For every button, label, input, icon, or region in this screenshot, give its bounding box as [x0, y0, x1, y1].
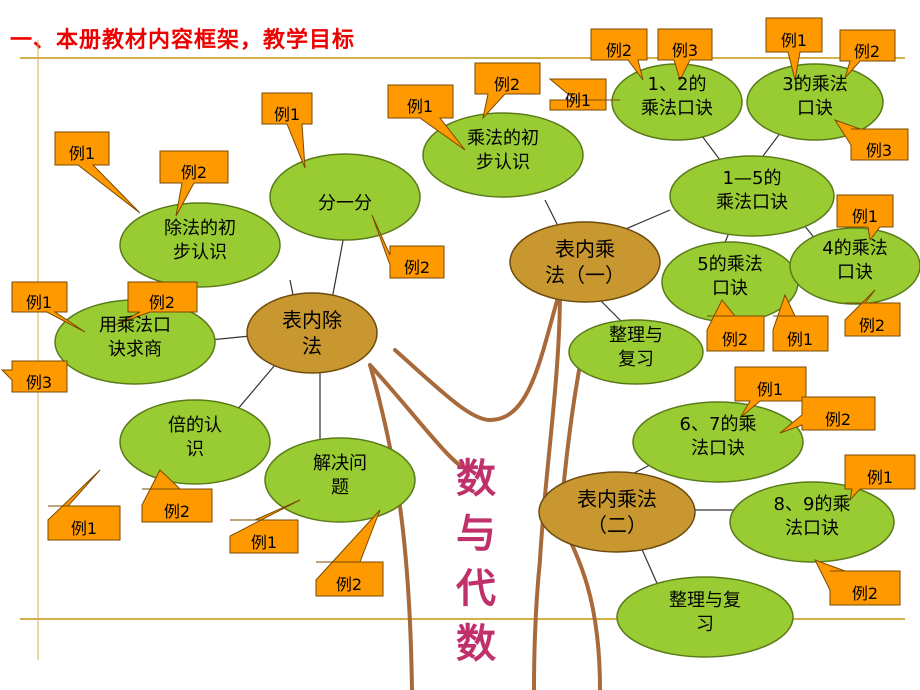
leaf-mult-6-7 [632, 401, 804, 483]
callout-c26: 例1 [867, 468, 893, 487]
callout-c13: 例2 [494, 75, 520, 94]
leaf-review-2 [616, 576, 794, 658]
node-review-1-label-1: 整理与 [609, 325, 663, 346]
callout-c12: 例1 [407, 97, 433, 116]
leaf-fen-yi-fen [269, 153, 421, 241]
callout-c4: 例2 [181, 163, 207, 182]
trunk-char-4: 数 [456, 621, 496, 667]
node-mult-1-2-label-2: 乘法口诀 [641, 98, 713, 119]
node-multiple-concept-label-1: 倍的认 [168, 415, 222, 436]
node-mult-table-quotient-label-2: 诀求商 [108, 339, 162, 360]
callout-c11: 例2 [336, 575, 362, 594]
node-division-intro-label-1: 除法的初 [164, 218, 236, 239]
leaf-mult-4 [789, 227, 920, 305]
hub-table-mult-2-label-1: 表内乘法 [577, 487, 657, 511]
hub-nodes [246, 221, 696, 553]
hub-table-mult-1-label-1: 表内乘 [555, 237, 615, 261]
callout-c1: 例1 [274, 105, 300, 124]
callout-c24: 例1 [757, 380, 783, 399]
trunk-char-2: 与 [456, 511, 496, 557]
callouts [0, 17, 916, 606]
hub-table-division-label-2: 法 [302, 334, 322, 358]
callout-c14: 例2 [606, 41, 632, 60]
node-problem-solving-label-2: 题 [331, 477, 349, 498]
hub-shape-division [246, 292, 378, 374]
callout-c25: 例2 [825, 410, 851, 429]
callout-c17: 例1 [781, 31, 807, 50]
node-review-2-label-2: 习 [696, 614, 714, 635]
leaf-review-1 [568, 319, 704, 385]
hub-table-mult-2-label-2: （二） [587, 513, 647, 537]
callout-c3: 例1 [69, 144, 95, 163]
callout-c7: 例3 [26, 373, 52, 392]
node-mult-8-9-label-1: 8、9的乘 [774, 494, 851, 515]
node-mult-table-quotient-label-1: 用乘法口 [99, 315, 171, 336]
node-labels: 分一分除法的初步认识用乘法口诀求商倍的认识解决问题乘法的初步认识1、2的乘法口诀… [99, 74, 888, 635]
callout-c9: 例2 [164, 502, 190, 521]
callout-c22: 例2 [722, 330, 748, 349]
callout-c21: 例2 [859, 316, 885, 335]
node-multiple-concept-label-2: 识 [186, 439, 204, 460]
callout-c27: 例2 [852, 584, 878, 603]
node-mult-6-7-label-1: 6、7的乘 [680, 414, 757, 435]
node-mult-1-5-label-2: 乘法口诀 [716, 192, 788, 213]
node-mult-1-5-label-1: 1—5的 [723, 168, 782, 189]
callout-c15: 例3 [672, 41, 698, 60]
page-title: 一、本册教材内容框架，教学目标 [10, 28, 356, 53]
hub-table-mult-1-label-2: 法（一） [545, 263, 625, 287]
node-mult-5-label-2: 口诀 [712, 278, 748, 299]
callout-c8: 例1 [71, 519, 97, 538]
hub-shape-mult-2 [538, 471, 696, 553]
leaf-mult-3 [746, 63, 884, 141]
leaf-mult-intro [422, 112, 584, 198]
trunk-char-3: 代 [456, 566, 496, 612]
node-division-intro-label-2: 步认识 [173, 242, 227, 263]
node-mult-1-2-label-1: 1、2的 [648, 74, 707, 95]
node-mult-intro-label-2: 步认识 [476, 152, 530, 173]
leaf-multiple-concept [119, 399, 271, 485]
callout-labels: 例1 例2 例1 例2 例1 例2 例3 例1 例2 例1 例2 例1 例2 例2 例3 例1 例1 例2 例3 例1… [26, 31, 893, 603]
hub-table-division-label-1: 表内除 [282, 308, 342, 332]
node-mult-6-7-label-2: 法口诀 [691, 438, 745, 459]
leaf-problem-solving [264, 437, 416, 523]
callout-c6: 例2 [149, 293, 175, 312]
leaf-mult-1-5 [669, 155, 835, 237]
leaf-nodes [54, 63, 920, 658]
callout-c18: 例2 [854, 42, 880, 61]
node-mult-4-label-2: 口诀 [837, 262, 873, 283]
node-mult-intro-label-1: 乘法的初 [467, 128, 539, 149]
node-fen-yi-fen-label-1: 分一分 [318, 193, 372, 214]
callout-c2: 例2 [404, 258, 430, 277]
callout-c16: 例1 [565, 91, 591, 110]
trunk-label: 数 与 代 数 [446, 452, 506, 672]
node-mult-3-label-2: 口诀 [797, 98, 833, 119]
node-problem-solving-label-1: 解决问 [313, 453, 367, 474]
node-mult-3-label-1: 3的乘法 [782, 74, 847, 95]
node-review-2-label-1: 整理与复 [669, 590, 741, 611]
leaf-division-intro [119, 202, 281, 288]
node-mult-5-label-1: 5的乘法 [697, 254, 762, 275]
callout-c20: 例1 [852, 207, 878, 226]
trunk-char-1: 数 [456, 456, 496, 502]
node-review-1-label-2: 复习 [618, 349, 654, 370]
hub-shape-mult-1 [509, 221, 661, 303]
callout-c5: 例1 [26, 293, 52, 312]
callout-c19: 例3 [866, 141, 892, 160]
node-mult-8-9-label-2: 法口诀 [785, 518, 839, 539]
callout-c10: 例1 [251, 533, 277, 552]
callout-c23: 例1 [787, 330, 813, 349]
node-mult-4-label-1: 4的乘法 [822, 238, 887, 259]
leaf-mult-8-9 [729, 481, 895, 563]
